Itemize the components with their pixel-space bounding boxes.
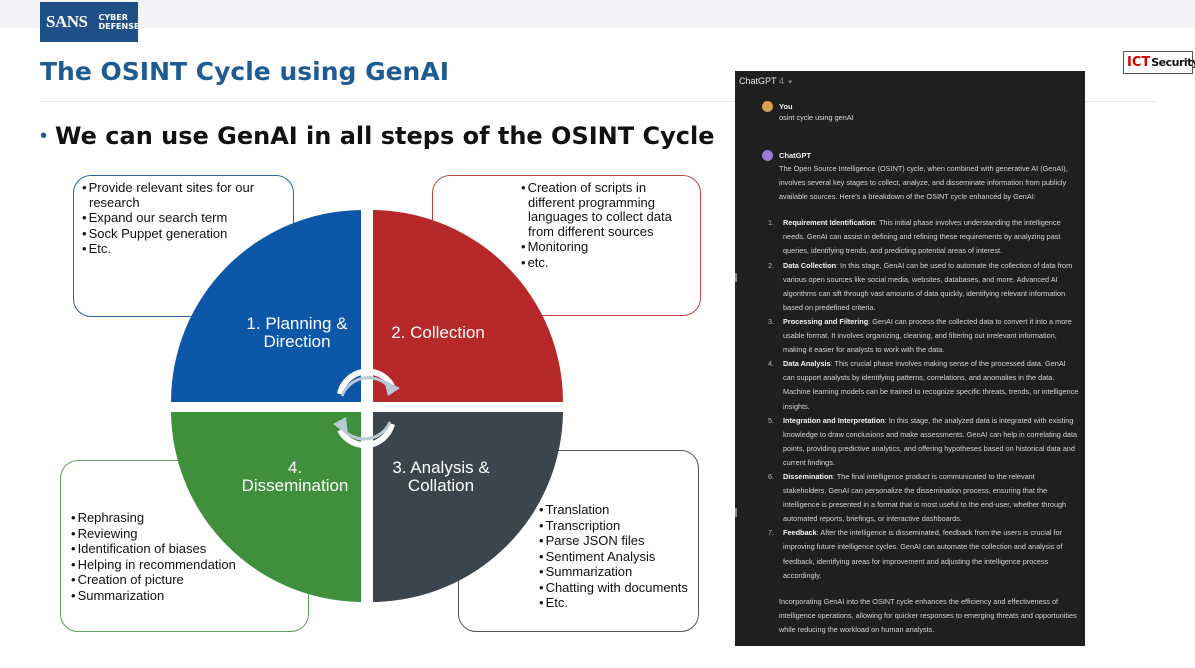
planning-item: Sock Puppet generation bbox=[80, 226, 287, 242]
step-title: Dissemination bbox=[783, 471, 833, 481]
title-divider bbox=[40, 101, 1155, 102]
dissemination-item: Creation of picture bbox=[69, 572, 302, 588]
planning-label: 1. Planning & Direction bbox=[246, 314, 348, 351]
step-item: 1. Requirement Identification: This initi… bbox=[768, 216, 1079, 258]
analysis-item: Translation bbox=[537, 502, 692, 518]
analysis-item: Sentiment Analysis bbox=[537, 549, 692, 565]
step-item: 3. Processing and Filtering: GenAI can pr… bbox=[768, 315, 1079, 357]
step-number: 5. bbox=[768, 415, 775, 425]
step-item: 6. Dissemination: The final intelligence … bbox=[768, 470, 1079, 526]
step-item: 2. Data Collection: In this stage, GenAI … bbox=[768, 259, 1079, 315]
analysis-item: Etc. bbox=[537, 595, 692, 611]
assistant-message: The Open Source Intelligence (OSINT) cyc… bbox=[768, 162, 1079, 637]
step-title: Data Analysis bbox=[783, 359, 831, 369]
bullet-dot-icon: • bbox=[40, 124, 48, 147]
step-text: : After the intelligence is disseminated… bbox=[783, 528, 1063, 580]
step-text: : This initial phase involves understand… bbox=[783, 218, 1061, 256]
step-title: Data Collection bbox=[783, 260, 837, 270]
osint-cycle-diagram bbox=[170, 210, 564, 604]
step-title: Requirement Identification bbox=[783, 218, 876, 228]
step-text: : In this stage, GenAI can be used to au… bbox=[783, 260, 1073, 312]
planning-item: Provide relevant sites for our research bbox=[80, 180, 287, 210]
dissemination-item: Identification of biases bbox=[69, 541, 302, 557]
ict-logo-text: ICT bbox=[1127, 55, 1151, 70]
step-title: Processing and Filtering bbox=[783, 316, 869, 326]
step-title: Feedback bbox=[783, 528, 817, 538]
planning-quadrant bbox=[170, 210, 361, 402]
dissemination-quadrant bbox=[171, 412, 361, 602]
model-version: 4 bbox=[778, 76, 784, 86]
top-bar bbox=[0, 0, 1195, 28]
step-number: 4. bbox=[768, 359, 775, 369]
logo-sub-line-2: DEFENSE bbox=[98, 22, 140, 31]
step-item: 4. Data Analysis: This crucial phase invo… bbox=[768, 357, 1079, 413]
model-name: ChatGPT bbox=[739, 76, 777, 86]
analysis-quadrant bbox=[373, 412, 563, 602]
analysis-item: Summarization bbox=[537, 564, 692, 580]
step-text: : In this stage, the analyzed data is in… bbox=[783, 415, 1078, 467]
collection-quadrant bbox=[373, 210, 563, 402]
collection-list: Creation of scripts in different program… bbox=[519, 180, 694, 271]
step-item: 7. Feedback: After the intelligence is di… bbox=[768, 526, 1079, 582]
step-number: 2. bbox=[768, 260, 775, 270]
step-number: 1. bbox=[768, 218, 775, 228]
dissemination-item: Reviewing bbox=[69, 526, 302, 542]
step-number: 3. bbox=[768, 316, 775, 326]
assistant-name: ChatGPT bbox=[779, 151, 812, 160]
user-message: osint cycle using genAI bbox=[779, 113, 854, 122]
chevron-down-icon: ▾ bbox=[788, 79, 792, 86]
planning-list: Provide relevant sites for our research … bbox=[80, 180, 287, 257]
analysis-item: Transcription bbox=[537, 518, 692, 534]
step-number: 6. bbox=[768, 471, 775, 481]
collection-item: Creation of scripts in different program… bbox=[519, 180, 694, 239]
planning-item: Expand our search term bbox=[80, 210, 287, 226]
logo-subtitle: CYBER DEFENSE bbox=[98, 13, 139, 31]
sans-cyber-defense-logo: SANS CYBER DEFENSE bbox=[40, 2, 139, 42]
scroll-marker[interactable] bbox=[735, 273, 737, 282]
cycle-arrows-icon bbox=[333, 368, 400, 449]
planning-item: Etc. bbox=[80, 241, 287, 257]
step-title: Integration and Interpretation bbox=[783, 415, 885, 425]
assistant-outro: Incorporating GenAI into the OSINT cycle… bbox=[779, 596, 1077, 634]
main-bullet: • We can use GenAI in all steps of the O… bbox=[40, 122, 714, 150]
chatgpt-window: ChatGPT 4 ▾ You osint cycle using genAI … bbox=[735, 71, 1085, 646]
user-name: You bbox=[779, 102, 793, 111]
dissemination-label: 4. Dissemination bbox=[241, 458, 349, 495]
step-number: 7. bbox=[768, 528, 775, 538]
scroll-marker[interactable] bbox=[735, 508, 737, 517]
slide-title: The OSINT Cycle using GenAI bbox=[40, 57, 450, 86]
step-text: : GenAI can process the collected data t… bbox=[783, 316, 1072, 355]
user-avatar bbox=[762, 101, 773, 112]
dissemination-list: Rephrasing Reviewing Identification of b… bbox=[69, 510, 302, 604]
collection-label: 2. Collection bbox=[391, 323, 485, 342]
ict-security-logo: ICT Security bbox=[1123, 51, 1195, 74]
analysis-item: Chatting with documents bbox=[537, 580, 692, 596]
collection-item: etc. bbox=[519, 255, 694, 271]
step-text: : This crucial phase involves making sen… bbox=[783, 359, 1079, 411]
model-selector[interactable]: ChatGPT 4 ▾ bbox=[739, 76, 792, 86]
chatgpt-avatar bbox=[762, 150, 773, 161]
cycle-svg bbox=[170, 210, 563, 602]
dissemination-item: Summarization bbox=[69, 588, 302, 604]
bullet-text: We can use GenAI in all steps of the OSI… bbox=[55, 122, 715, 150]
analysis-item: Parse JSON files bbox=[537, 533, 692, 549]
dissemination-item: Rephrasing bbox=[69, 510, 302, 526]
analysis-label: 3. Analysis & Collation bbox=[392, 458, 490, 495]
collection-item: Monitoring bbox=[519, 239, 694, 255]
dissemination-item: Helping in recommendation bbox=[69, 557, 302, 573]
step-item: 5. Integration and Interpretation: In thi… bbox=[768, 414, 1079, 470]
step-list: 1. Requirement Identification: This initi… bbox=[768, 216, 1079, 582]
step-text: : The final intelligence product is comm… bbox=[783, 471, 1067, 524]
logo-word: SANS bbox=[46, 12, 88, 31]
security-logo-text: Security bbox=[1151, 56, 1195, 69]
logo-sub-line-1: CYBER bbox=[98, 13, 128, 22]
analysis-list: Translation Transcription Parse JSON fil… bbox=[537, 502, 692, 611]
assistant-intro: The Open Source Intelligence (OSINT) cyc… bbox=[779, 164, 1068, 202]
